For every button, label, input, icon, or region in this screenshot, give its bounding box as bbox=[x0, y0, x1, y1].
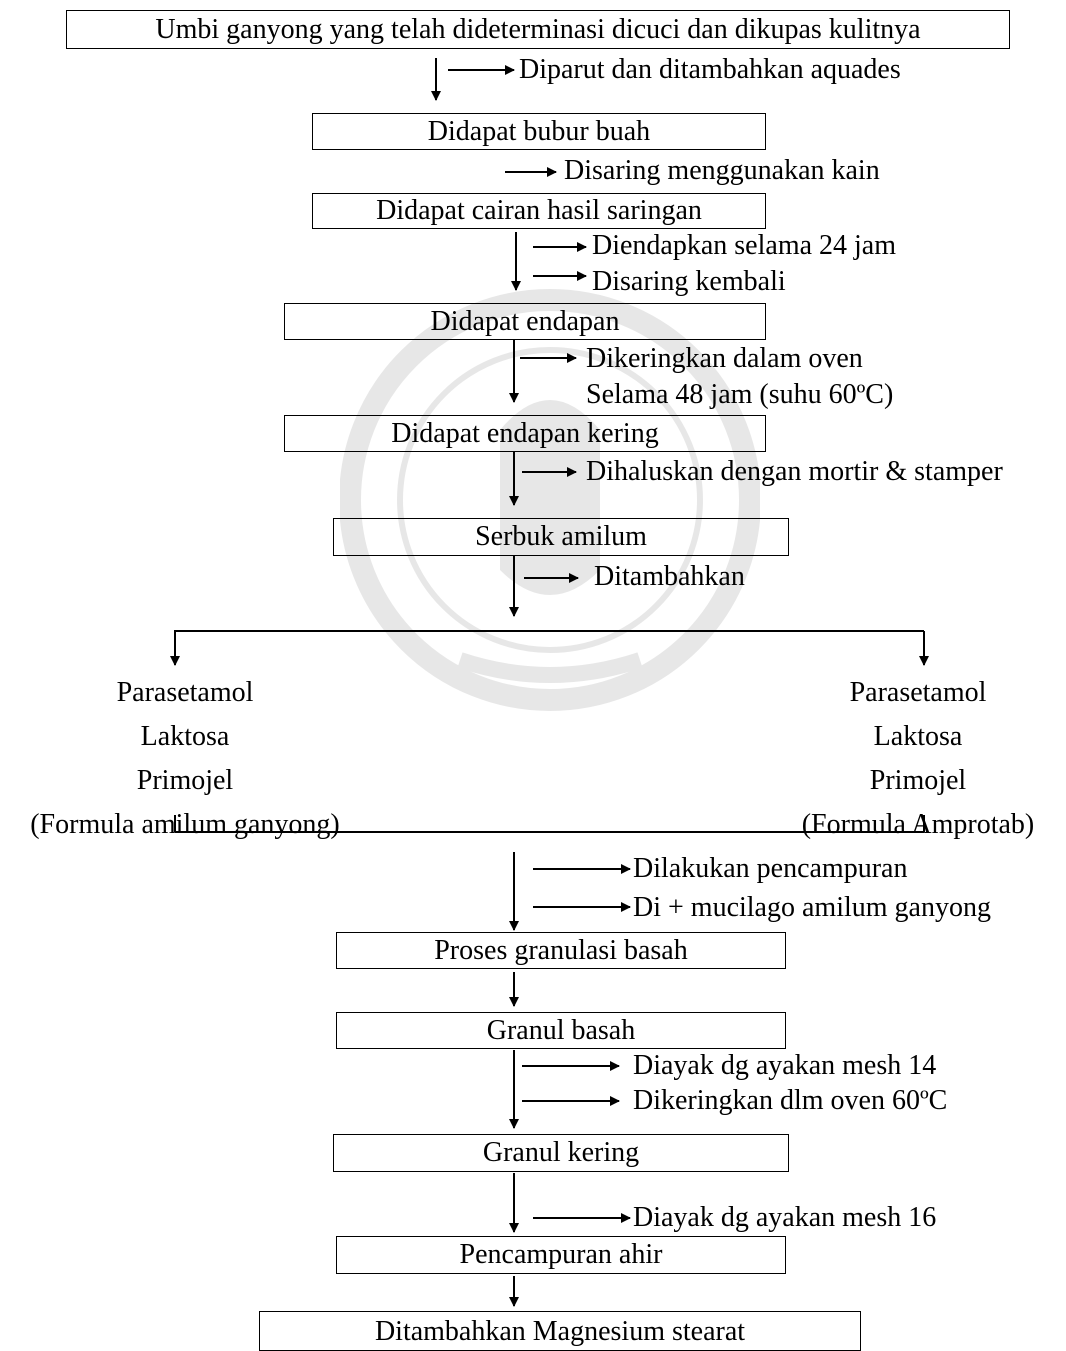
formula-right-name: (Formula Amprotab) bbox=[801, 809, 1035, 840]
step-box-wet-granulation: Proses granulasi basah bbox=[336, 932, 786, 969]
step-box-peeled-tubers: Umbi ganyong yang telah dideterminasi di… bbox=[66, 10, 1010, 49]
formula-right-ingredient: Laktosa bbox=[873, 721, 963, 752]
step-box-starch-powder: Serbuk amilum bbox=[333, 518, 789, 556]
step-label-cloth-filter: Disaring menggunakan kain bbox=[564, 155, 880, 186]
step-box-final-mixing: Pencampuran ahir bbox=[336, 1236, 786, 1274]
step-label-oven-dry: Dikeringkan dalam oven bbox=[586, 343, 863, 374]
step-label-grind: Dihaluskan dengan mortir & stamper bbox=[586, 456, 1003, 487]
step-box-wet-granules: Granul basah bbox=[336, 1012, 786, 1049]
step-label-sieve-16: Diayak dg ayakan mesh 16 bbox=[633, 1202, 937, 1233]
step-label-grated: Diparut dan ditambahkan aquades bbox=[519, 54, 901, 85]
formula-left-name: (Formula amilum ganyong) bbox=[30, 809, 340, 840]
step-label-added: Ditambahkan bbox=[594, 561, 745, 592]
step-label-sieve-14: Diayak dg ayakan mesh 14 bbox=[633, 1050, 937, 1081]
formula-left: Parasetamol Laktosa Primojel (Formula am… bbox=[0, 671, 370, 847]
step-label-oven-duration: Selama 48 jam (suhu 60ºC) bbox=[586, 379, 894, 410]
step-label-settle: Diendapkan selama 24 jam bbox=[592, 230, 897, 261]
step-box-magnesium-stearate: Ditambahkan Magnesium stearat bbox=[259, 1311, 861, 1351]
step-label-refilter: Disaring kembali bbox=[592, 266, 786, 297]
formula-left-ingredient: Primojel bbox=[136, 765, 234, 796]
formula-left-ingredient: Parasetamol bbox=[116, 677, 254, 708]
step-label-oven-60: Dikeringkan dlm oven 60ºC bbox=[633, 1085, 948, 1116]
step-box-fruit-pulp: Didapat bubur buah bbox=[312, 113, 766, 150]
step-box-sediment: Didapat endapan bbox=[284, 303, 766, 340]
step-label-mucilage: Di + mucilago amilum ganyong bbox=[633, 892, 991, 923]
step-box-dry-sediment: Didapat endapan kering bbox=[284, 415, 766, 452]
step-label-mixing: Dilakukan pencampuran bbox=[633, 853, 908, 884]
formula-right-ingredient: Primojel bbox=[869, 765, 967, 796]
formula-right-ingredient: Parasetamol bbox=[849, 677, 987, 708]
university-seal-icon bbox=[340, 289, 760, 711]
formula-right: Parasetamol Laktosa Primojel (Formula Am… bbox=[770, 671, 1066, 847]
formula-left-ingredient: Laktosa bbox=[140, 721, 230, 752]
step-box-dry-granules: Granul kering bbox=[333, 1134, 789, 1172]
step-box-filtered-liquid: Didapat cairan hasil saringan bbox=[312, 193, 766, 229]
